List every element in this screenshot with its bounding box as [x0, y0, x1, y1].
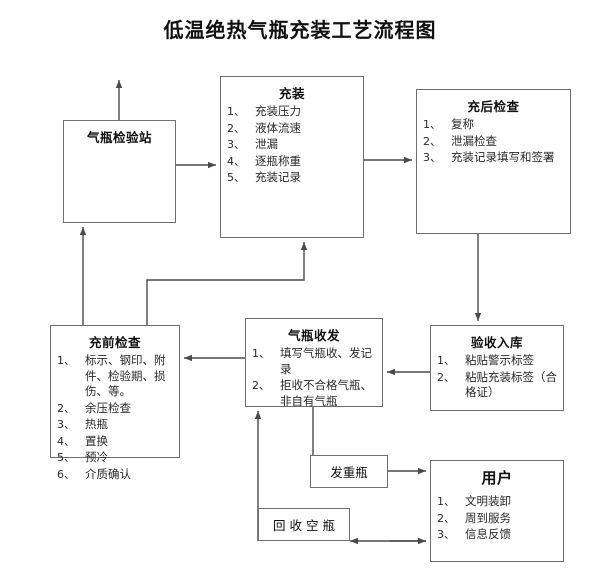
item-text: 信息反馈	[465, 527, 511, 541]
node-acceptance-warehousing[interactable]: 验收入库 1、粘贴警示标签 2、粘贴充装标签（合格证）	[430, 325, 564, 411]
connector-label-deliver-full-cylinder[interactable]: 发重瓶	[310, 455, 388, 488]
item-number: 2、	[227, 121, 245, 135]
node-title: 充前检查	[88, 335, 141, 350]
item-number: 2、	[437, 370, 455, 384]
node-item-list: 1、填写气瓶收、发记录 2、拒收不合格气瓶、非自有气瓶	[252, 346, 376, 409]
list-item: 1、粘贴警示标签	[437, 353, 557, 369]
list-item: 3、热瓶	[57, 417, 173, 433]
item-number: 3、	[437, 528, 455, 541]
list-item: 2、周到服务	[437, 511, 557, 527]
list-item: 3、泄漏	[227, 137, 357, 153]
item-number: 6、	[57, 467, 75, 481]
item-number: 2、	[423, 134, 441, 148]
item-text: 填写气瓶收、发记录	[280, 346, 372, 376]
item-text: 充装记录填写和签署	[451, 150, 555, 164]
item-number: 2、	[252, 379, 270, 392]
node-pre-fill-inspection[interactable]: 充前检查 1、标示、钢印、附件、检验期、损伤、等。 2、余压检查 3、热瓶 4、…	[50, 325, 180, 481]
node-item-list: 1、标示、钢印、附件、检验期、损伤、等。 2、余压检查 3、热瓶 4、置换 5、…	[57, 353, 173, 482]
node-customer[interactable]: 用户 1、文明装卸 2、周到服务 3、信息反馈	[430, 460, 564, 562]
page-title: 低温绝热气瓶充装工艺流程图	[163, 18, 437, 42]
item-text: 预冷	[85, 450, 108, 464]
item-text: 热瓶	[85, 417, 108, 431]
node-filling[interactable]: 充装 1、充装压力 2、液体流速 3、泄漏 4、逐瓶称重 5、充装记录	[220, 76, 364, 238]
item-text: 拒收不合格气瓶、非自有气瓶	[280, 378, 372, 408]
list-item: 6、介质确认	[57, 467, 173, 483]
item-number: 3、	[57, 418, 75, 431]
item-text: 泄漏	[255, 137, 278, 151]
list-item: 2、粘贴充装标签（合格证）	[437, 370, 557, 401]
node-title: 充后检查	[467, 99, 520, 114]
list-item: 4、置换	[57, 434, 173, 450]
item-text: 标示、钢印、附件、检验期、损伤、等。	[85, 353, 166, 398]
node-item-list: 1、粘贴警示标签 2、粘贴充装标签（合格证）	[437, 353, 557, 401]
node-item-list: 1、复称 2、泄漏检查 3、充装记录填写和签署	[423, 117, 564, 166]
list-item: 1、填写气瓶收、发记录	[252, 346, 376, 377]
item-number: 3、	[227, 138, 245, 151]
item-text: 复称	[451, 117, 474, 131]
list-item: 5、充装记录	[227, 170, 357, 186]
list-item: 5、预冷	[57, 450, 173, 466]
list-item: 3、充装记录填写和签署	[423, 150, 564, 166]
item-text: 充装记录	[255, 170, 301, 184]
item-text: 粘贴充装标签（合格证）	[465, 369, 557, 400]
list-item: 1、复称	[423, 117, 564, 133]
list-item: 2、液体流速	[227, 121, 357, 137]
item-number: 1、	[57, 354, 75, 367]
list-item: 1、标示、钢印、附件、检验期、损伤、等。	[57, 353, 173, 400]
item-number: 1、	[437, 354, 455, 367]
item-text: 泄漏检查	[451, 133, 497, 148]
wire-precheck-to-fill	[146, 242, 308, 325]
item-number: 3、	[423, 151, 441, 164]
item-number: 1、	[252, 347, 270, 360]
node-cylinder-inspection-station[interactable]: 气瓶检验站	[63, 120, 176, 223]
list-item: 3、信息反馈	[437, 527, 557, 543]
list-item: 1、文明装卸	[437, 494, 557, 510]
node-post-fill-inspection[interactable]: 充后检查 1、复称 2、泄漏检查 3、充装记录填写和签署	[416, 89, 571, 234]
list-item: 2、拒收不合格气瓶、非自有气瓶	[252, 378, 376, 409]
list-item: 2、余压检查	[57, 401, 173, 417]
list-item: 1、充装压力	[227, 104, 357, 120]
item-text: 介质确认	[85, 466, 131, 481]
item-text: 置换	[85, 433, 108, 448]
item-text: 粘贴警示标签	[465, 353, 534, 367]
item-number: 4、	[227, 154, 245, 168]
node-title: 用户	[481, 469, 513, 487]
item-text: 液体流速	[255, 120, 301, 135]
node-title: 验收入库	[470, 335, 523, 350]
node-item-list: 1、文明装卸 2、周到服务 3、信息反馈	[437, 494, 557, 543]
node-title: 充装	[278, 86, 305, 101]
node-title: 气瓶收发	[287, 328, 340, 343]
item-number: 2、	[57, 401, 75, 415]
item-text: 余压检查	[85, 400, 131, 415]
item-text: 逐瓶称重	[255, 153, 301, 168]
node-cylinder-receipt-dispatch[interactable]: 气瓶收发 1、填写气瓶收、发记录 2、拒收不合格气瓶、非自有气瓶	[245, 318, 383, 409]
item-number: 1、	[227, 105, 245, 118]
item-text: 充装压力	[255, 104, 301, 118]
item-number: 1、	[437, 495, 455, 508]
item-text: 周到服务	[465, 510, 511, 525]
item-number: 2、	[437, 511, 455, 525]
node-item-list: 1、充装压力 2、液体流速 3、泄漏 4、逐瓶称重 5、充装记录	[227, 104, 357, 186]
item-number: 4、	[57, 434, 75, 448]
list-item: 2、泄漏检查	[423, 134, 564, 150]
item-text: 文明装卸	[465, 494, 511, 508]
item-number: 5、	[57, 451, 75, 464]
item-number: 5、	[227, 171, 245, 184]
node-title: 气瓶检验站	[86, 130, 152, 145]
connector-label-recover-empty-cylinder[interactable]: 回收空瓶	[258, 508, 350, 541]
list-item: 4、逐瓶称重	[227, 154, 357, 170]
item-number: 1、	[423, 118, 441, 131]
